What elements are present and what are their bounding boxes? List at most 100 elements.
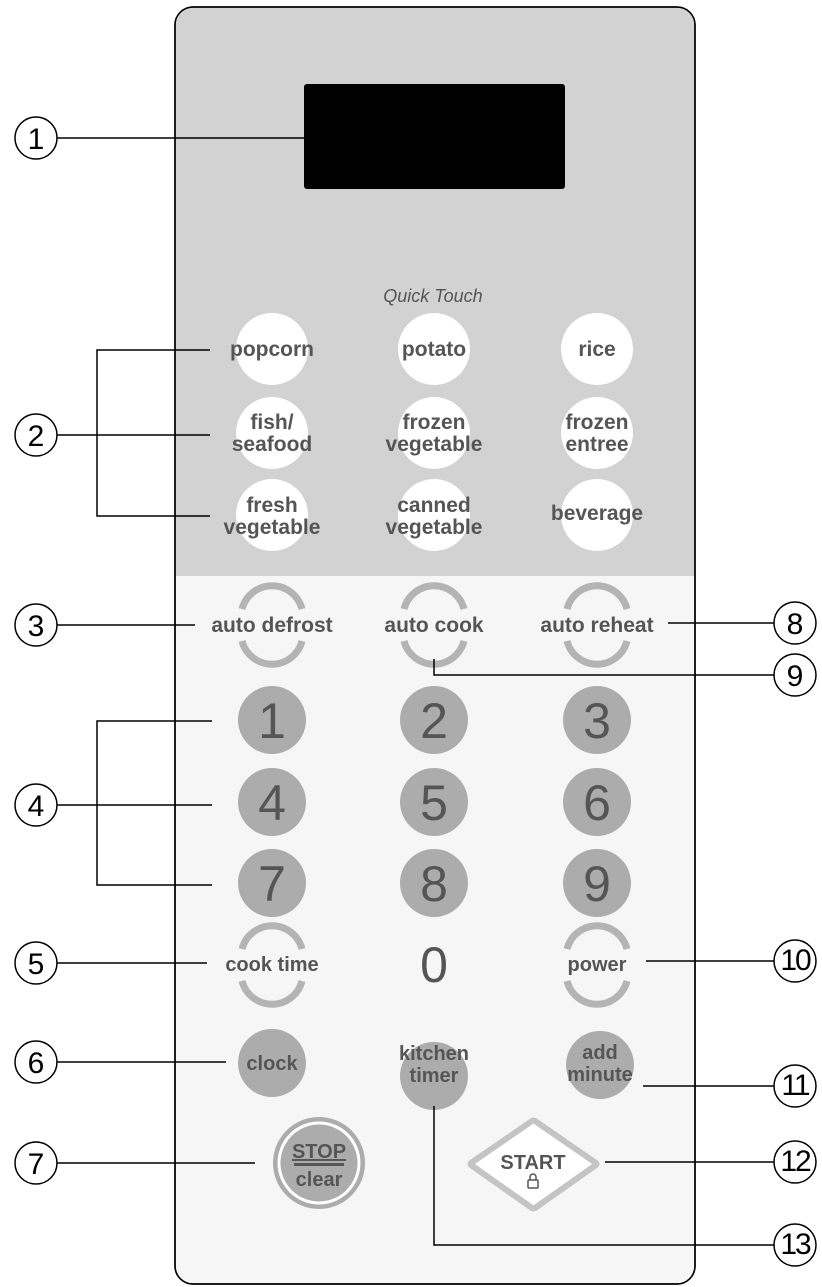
beverage-label: beverage	[551, 502, 643, 525]
callout-circle-1	[14, 116, 58, 160]
frozen-entree-button[interactable]	[561, 397, 633, 469]
fresh-vegetable-button[interactable]	[236, 479, 308, 551]
fresh-vegetable-label-line2: vegetable	[224, 516, 321, 539]
fish-label-line2: seafood	[232, 433, 313, 456]
frozen-entree-label-line2: entree	[565, 433, 628, 456]
callout-number-12: 12	[780, 1145, 811, 1178]
number-button-7[interactable]	[238, 849, 306, 917]
add-minute-label-line1: add	[582, 1042, 618, 1064]
number-label-9: 9	[583, 856, 611, 912]
number-button-6[interactable]	[563, 768, 631, 836]
quick-touch-title: Quick Touch	[383, 286, 482, 306]
frozen-vegetable-label-line1: frozen	[403, 411, 466, 434]
callout-number-5: 5	[28, 948, 45, 981]
number-label-1: 1	[258, 693, 286, 749]
display-window	[304, 84, 565, 189]
start-label: START	[500, 1152, 565, 1174]
clock-button[interactable]	[238, 1029, 306, 1097]
fish-label-line1: fish/	[250, 411, 293, 434]
popcorn-button[interactable]	[236, 313, 308, 385]
number-button-4[interactable]	[238, 768, 306, 836]
leader-9	[433, 659, 774, 676]
leader-lines	[56, 137, 774, 1246]
number-label-5: 5	[420, 775, 448, 831]
auto-cook-ring-top	[400, 582, 468, 611]
callout-number-7: 7	[28, 1148, 45, 1181]
number-button-2[interactable]	[400, 686, 468, 754]
number-label-6: 6	[583, 775, 611, 831]
callout-circle-8	[773, 601, 817, 645]
callout-number-3: 3	[28, 610, 45, 643]
popcorn-label: popcorn	[230, 338, 314, 361]
rice-button[interactable]	[561, 313, 633, 385]
number-label-3: 3	[583, 693, 611, 749]
add-minute-label-line2: minute	[567, 1064, 633, 1086]
callout-number-6: 6	[28, 1047, 45, 1080]
callout-circle-6	[14, 1040, 58, 1084]
callout-number-9: 9	[787, 660, 804, 693]
callout-circle-2	[14, 413, 58, 457]
power-button[interactable]: power	[563, 922, 631, 1008]
auto-cook-label: auto cook	[384, 614, 483, 637]
callout-number-8: 8	[787, 608, 804, 641]
rice-label: rice	[578, 338, 615, 361]
cook-time-label: cook time	[225, 954, 318, 976]
leader-2-bracket	[96, 349, 210, 517]
leader-4-bracket	[96, 720, 212, 886]
stop-divider	[294, 1163, 344, 1166]
power-ring-top	[563, 922, 631, 951]
start-diamond-outer	[467, 1117, 600, 1212]
auto-reheat-label: auto reheat	[540, 614, 653, 637]
number-button-3[interactable]	[563, 686, 631, 754]
beverage-button[interactable]	[561, 479, 633, 551]
number-button-9[interactable]	[563, 849, 631, 917]
callout-number-11: 11	[781, 1069, 809, 1102]
callout-number-1: 1	[28, 123, 45, 156]
callout-circle-9	[773, 653, 817, 697]
stop-clear-button[interactable]: STOP clear	[273, 1117, 365, 1209]
auto-defrost-ring-top	[238, 582, 306, 611]
callout-circle-12	[773, 1140, 817, 1184]
cook-time-ring-bottom	[238, 979, 306, 1008]
fresh-vegetable-label-line1: fresh	[246, 494, 297, 517]
power-ring-bottom	[563, 979, 631, 1008]
number-button-8[interactable]	[400, 849, 468, 917]
callout-number-4: 4	[28, 790, 45, 823]
callout-number-10: 10	[780, 944, 811, 977]
canned-vegetable-button[interactable]	[398, 479, 470, 551]
clock-label: clock	[246, 1053, 298, 1075]
potato-button[interactable]	[398, 313, 470, 385]
auto-reheat-button[interactable]	[563, 582, 631, 668]
frozen-vegetable-button[interactable]	[398, 397, 470, 469]
number-pad: 1 2 3 4 5 6 7 8 9 0	[238, 686, 631, 993]
auto-defrost-ring-bottom	[238, 639, 306, 668]
quick-touch-buttons: popcorn potato rice fish/ seafood frozen…	[224, 313, 643, 551]
canned-vegetable-label-line1: canned	[397, 494, 471, 517]
auto-reheat-ring-top	[563, 582, 631, 611]
frozen-entree-label-line1: frozen	[566, 411, 629, 434]
fish-seafood-button[interactable]	[236, 397, 308, 469]
cook-time-button[interactable]: cook time	[225, 922, 319, 1008]
number-button-0[interactable]: 0	[420, 937, 448, 993]
potato-label: potato	[402, 338, 466, 361]
callout-circle-13	[773, 1223, 817, 1267]
number-button-1[interactable]	[238, 686, 306, 754]
callout-number-2: 2	[28, 420, 45, 453]
kitchen-timer-label-line2: timer	[410, 1065, 459, 1087]
number-button-5[interactable]	[400, 768, 468, 836]
callout-circle-10	[773, 939, 817, 983]
leader-13	[433, 1106, 774, 1246]
power-label: power	[568, 954, 627, 976]
callout-number-13: 13	[780, 1228, 811, 1261]
callout-circle-7	[14, 1141, 58, 1185]
kitchen-timer-label-line1: kitchen	[399, 1043, 469, 1065]
lock-icon	[527, 1173, 539, 1189]
auto-defrost-button[interactable]	[238, 582, 306, 668]
number-label-2: 2	[420, 693, 448, 749]
callout-circle-4	[14, 783, 58, 827]
start-button[interactable]: START	[467, 1117, 600, 1212]
add-minute-button[interactable]	[566, 1031, 634, 1099]
number-label-4: 4	[258, 775, 286, 831]
kitchen-timer-button[interactable]	[400, 1042, 468, 1110]
